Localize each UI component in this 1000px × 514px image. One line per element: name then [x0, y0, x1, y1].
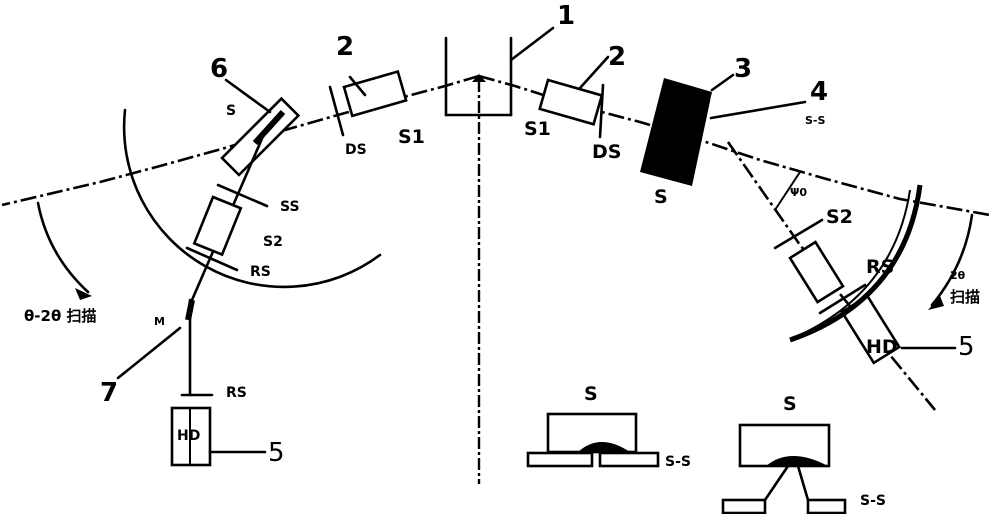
label-s1-right: S1 [524, 118, 551, 140]
label-ds-left: DS [345, 142, 367, 158]
callout-2-left: 2 [336, 32, 355, 62]
label-m: M [154, 315, 165, 328]
left-detector-arm [185, 132, 269, 302]
right-goniometer-arc [789, 184, 923, 343]
right-slit-box-2 [538, 55, 610, 139]
callout-5-left: 5 [268, 438, 285, 468]
leader-6 [224, 78, 272, 114]
callout-3: 3 [734, 54, 753, 84]
label-ds-right: DS [592, 141, 622, 163]
left-goniometer-circle [122, 108, 382, 289]
label-hd-left: HD [177, 428, 201, 444]
leader-7 [116, 326, 182, 380]
xray-tube-1 [444, 26, 555, 117]
ss-slit [216, 183, 269, 208]
label-ss: SS [280, 199, 300, 215]
label-s-left: S [226, 103, 237, 119]
label-2theta: 2θ [950, 269, 966, 282]
s2-slit-right [773, 218, 824, 250]
callout-7: 7 [100, 378, 119, 408]
inset-left-label-s: S [584, 383, 598, 405]
ds-slit-left [328, 85, 345, 137]
psi-angle-marker [774, 171, 801, 211]
left-sample-6 [220, 78, 301, 177]
inset-left-label-s-s: S-S [665, 454, 691, 470]
monochromator-7 [116, 298, 267, 467]
leader-1 [509, 26, 555, 62]
leader-4 [709, 100, 807, 120]
callout-1: 1 [557, 1, 576, 31]
callout-6: 6 [210, 54, 229, 84]
label-psi0: Ψ0 [790, 186, 807, 199]
label-rs-upper: RS [250, 264, 271, 280]
label-hd-right: HD [866, 336, 898, 358]
label-s-sample-right: S [654, 186, 668, 208]
ds-slit-right [598, 83, 605, 139]
rs-slit-upper [185, 246, 239, 272]
inset-left-sample [526, 412, 660, 468]
sample-3 [640, 73, 807, 186]
left-scan-arrow [36, 201, 90, 294]
right-scan-arrow [930, 213, 974, 307]
inset-right-label-s: S [783, 393, 797, 415]
right-detector-arm [726, 141, 957, 411]
callout-2-right: 2 [608, 42, 627, 72]
rs-slit-right [818, 283, 867, 315]
label-rs-lower: RS [226, 385, 247, 401]
callout-4: 4 [810, 77, 829, 107]
label-s2-left: S2 [263, 234, 283, 250]
inset-right-sample [721, 423, 847, 514]
left-slit-box-2 [328, 69, 408, 137]
callout-5-right: 5 [958, 332, 975, 362]
label-s1-left: S1 [398, 126, 425, 148]
label-s2-right: S2 [826, 206, 853, 228]
inset-right-label-s-s: S-S [860, 493, 886, 509]
label-rs-right: RS [866, 256, 895, 278]
label-s-s-4: S-S [805, 114, 826, 127]
leader-3 [710, 73, 735, 92]
label-scan-right: 扫描 [950, 288, 981, 306]
label-theta-2theta-scan: θ-2θ 扫描 [24, 307, 97, 325]
